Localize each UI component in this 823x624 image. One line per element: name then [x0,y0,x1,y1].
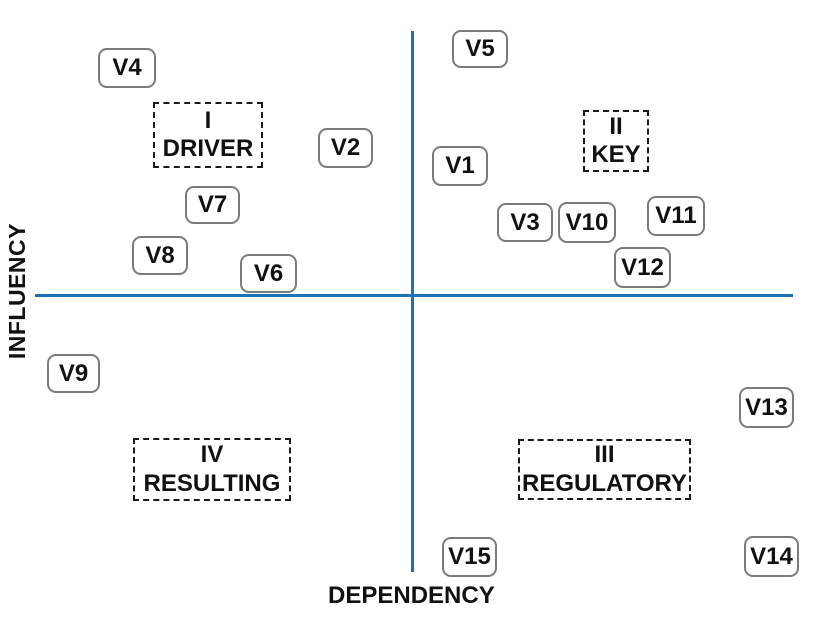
x-axis-label: DEPENDENCY [328,582,495,609]
variable-node-v7: V7 [185,186,240,224]
y-axis-line [411,31,414,572]
variable-node-v8: V8 [132,236,188,275]
variable-node-v5: V5 [452,30,508,68]
variable-node-v10: V10 [558,202,616,243]
variable-node-v13: V13 [739,387,794,428]
quadrant-numeral: II [609,112,623,140]
variable-node-v9: V9 [47,354,100,393]
variable-node-v2: V2 [318,128,373,168]
quadrant-numeral: IV [200,441,224,469]
variable-node-v3: V3 [497,203,553,242]
quadrant-name: REGULATORY [522,469,687,497]
y-axis-label: INFLUENCY [4,223,30,360]
quadrant-name: KEY [591,141,641,168]
variable-node-v1: V1 [432,146,488,186]
variable-node-v11: V11 [647,196,705,236]
x-axis-line [35,294,793,297]
quadrant-name: RESULTING [143,469,281,497]
variable-node-v6: V6 [240,254,297,293]
quadrant-numeral: I [204,106,212,134]
variable-node-v14: V14 [744,536,799,577]
quadrant-numeral: III [594,441,615,469]
quadrant-name: DRIVER [162,135,254,162]
variable-node-v4: V4 [98,48,156,88]
variable-node-v15: V15 [442,537,497,577]
variable-node-v12: V12 [614,247,671,288]
